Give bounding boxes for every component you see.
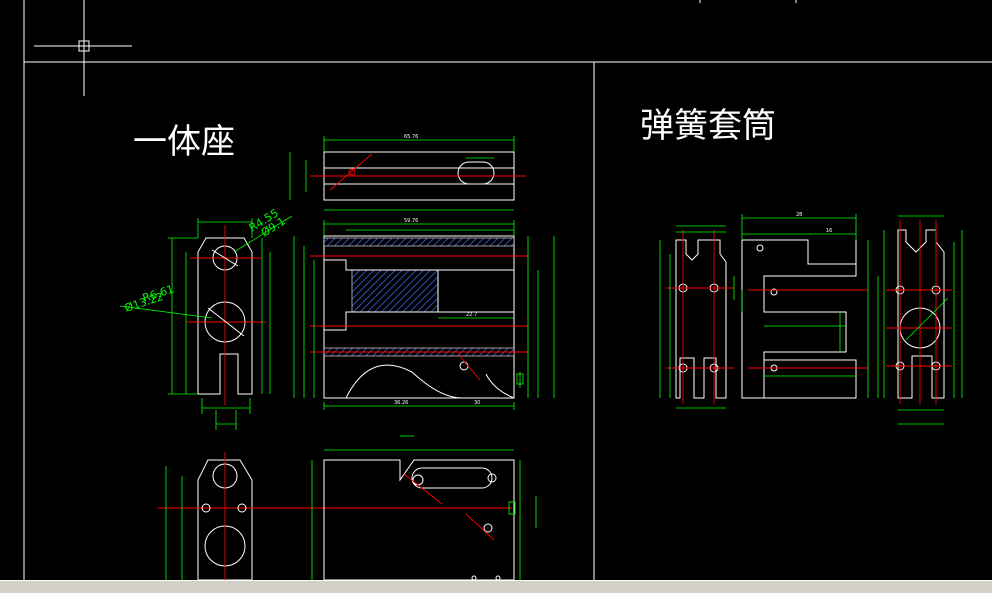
front-section-view xyxy=(293,220,555,410)
part-title-spring-sleeve: 弹簧套筒 xyxy=(640,106,776,146)
dim-spring-sub: 16 xyxy=(826,228,832,234)
top-view-body xyxy=(289,136,526,211)
dim-spring-top: 28 xyxy=(796,212,802,218)
status-bar xyxy=(0,580,992,593)
spring-left-view xyxy=(659,225,735,409)
dim-top-overall: 65.76 xyxy=(404,134,418,140)
spring-right-view xyxy=(883,215,963,425)
crosshair-cursor-icon xyxy=(34,0,132,96)
cad-drawing-canvas[interactable]: 一体座 弹簧套筒 R4.55 Ø9.1 R6.61 Ø13.22 xyxy=(0,0,992,581)
cad-drawing: 一体座 弹簧套筒 R4.55 Ø9.1 R6.61 Ø13.22 xyxy=(23,0,992,581)
dim-top-width: 59.76 xyxy=(404,218,418,224)
dim-mid-1: 22.7 xyxy=(466,312,477,318)
side-view-body xyxy=(119,215,293,430)
dim-bottom-1: 36.26 xyxy=(394,400,408,406)
dim-bottom-2: 30 xyxy=(474,400,480,406)
spring-front-view xyxy=(741,214,879,399)
lower-side-view xyxy=(158,452,512,581)
part-title-yitizuo: 一体座 xyxy=(133,122,235,162)
drawing-frame xyxy=(23,0,992,580)
